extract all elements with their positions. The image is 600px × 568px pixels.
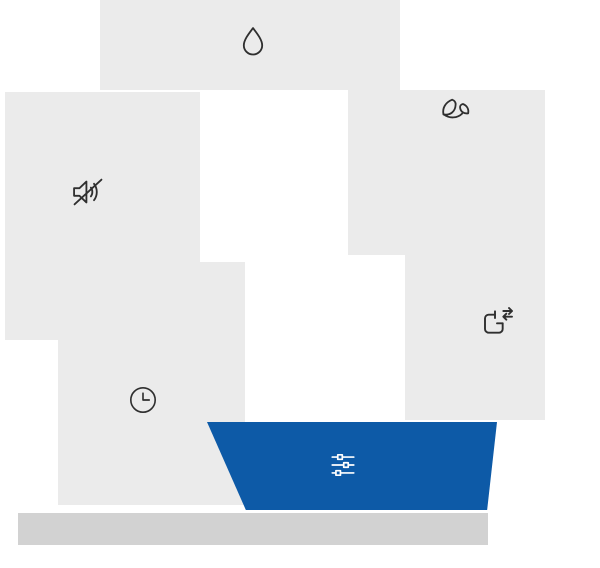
clock-icon [126,383,160,417]
sliders-icon [326,448,360,482]
speaker-mute-icon [69,173,107,211]
tile-settings-active[interactable] [207,422,497,510]
water-drop-icon [234,23,272,61]
tile-water[interactable] [100,0,400,90]
leaf-icon [436,94,474,132]
tile-connectivity[interactable] [405,155,545,420]
plug-sync-icon [477,302,517,342]
base-bar [18,513,488,545]
tile-time[interactable] [58,262,245,505]
